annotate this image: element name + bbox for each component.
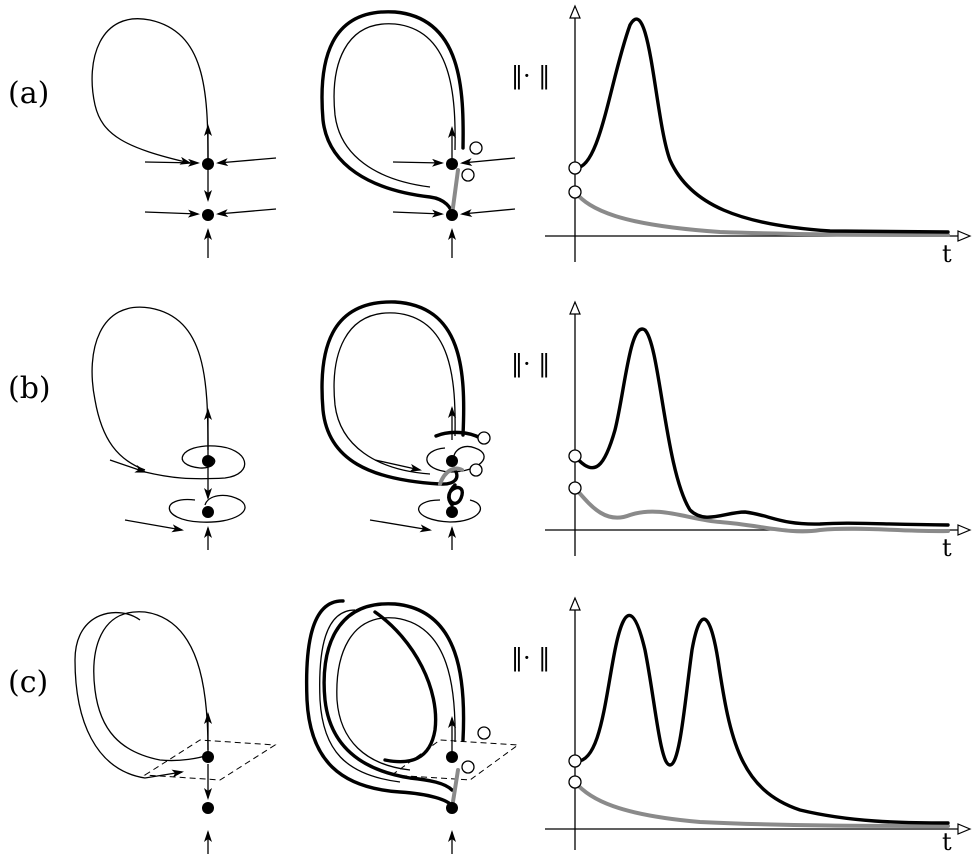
panel-label-c: (c) xyxy=(8,665,48,700)
phase-portrait-a-left xyxy=(91,18,277,258)
axis-y-label-c: ‖· ‖ xyxy=(511,644,550,673)
norm-graph-a: ‖· ‖ t xyxy=(511,4,972,268)
axis-x-label-a: t xyxy=(942,240,952,268)
axis-y-label-a: ‖· ‖ xyxy=(511,62,550,91)
axis-y-label-b: ‖· ‖ xyxy=(511,350,550,379)
norm-graph-b: ‖· ‖ t xyxy=(511,300,972,562)
phase-portrait-a-middle xyxy=(320,10,516,258)
row-c: (c) xyxy=(8,596,972,854)
panel-label-b: (b) xyxy=(8,371,51,406)
axis-x-label-c: t xyxy=(942,828,952,854)
phase-portrait-b-left xyxy=(91,306,246,550)
row-b: (b) xyxy=(8,300,972,562)
norm-graph-c: ‖· ‖ t xyxy=(511,596,972,854)
phase-portrait-b-middle xyxy=(320,300,491,550)
phase-portrait-c-middle xyxy=(304,599,520,854)
axis-x-label-b: t xyxy=(942,534,952,562)
panel-label-a: (a) xyxy=(8,76,49,111)
phase-portrait-c-left xyxy=(74,611,277,854)
row-a: (a) xyxy=(8,4,972,268)
